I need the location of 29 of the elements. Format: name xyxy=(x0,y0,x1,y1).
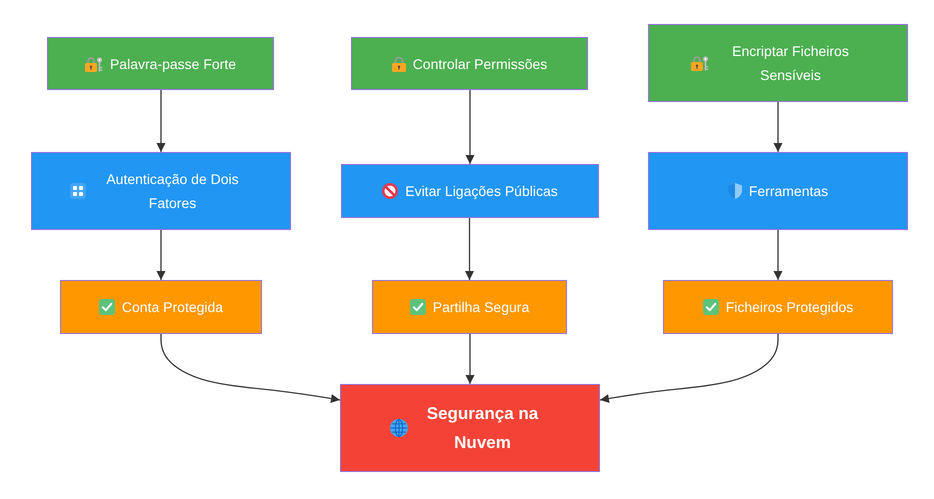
process-box xyxy=(341,164,599,218)
node-label: Ferramentas xyxy=(748,182,828,201)
process-box xyxy=(31,152,291,230)
process-box xyxy=(47,37,274,90)
arrow xyxy=(156,230,166,280)
arrow xyxy=(774,230,782,280)
node-label: Encriptar Ficheiros Sensíveis xyxy=(731,42,850,85)
node-label: Controlar Permissões xyxy=(412,54,548,74)
node-label: Conta Protegida xyxy=(122,298,224,317)
arrow xyxy=(466,90,474,164)
arrow xyxy=(466,334,474,384)
node-label: Partilha Segura xyxy=(432,298,530,317)
process-box xyxy=(372,280,567,334)
node-label: Autenticação de Dois Fatores xyxy=(105,170,240,213)
node-label: Evitar Ligações Públicas xyxy=(405,182,558,201)
process-box xyxy=(648,24,908,102)
node-label: Segurança na Nuvem xyxy=(426,403,540,454)
arrow xyxy=(774,102,782,152)
arrow xyxy=(160,334,340,403)
arrow xyxy=(465,218,474,280)
node-label: Palavra-passe Forte xyxy=(110,54,236,74)
process-box xyxy=(340,384,600,472)
process-box xyxy=(648,152,908,230)
process-box xyxy=(351,37,588,90)
arrow xyxy=(156,90,166,152)
arrow xyxy=(600,334,779,403)
process-box xyxy=(663,280,893,334)
process-box xyxy=(60,280,262,334)
node-label: Ficheiros Protegidos xyxy=(726,298,854,317)
